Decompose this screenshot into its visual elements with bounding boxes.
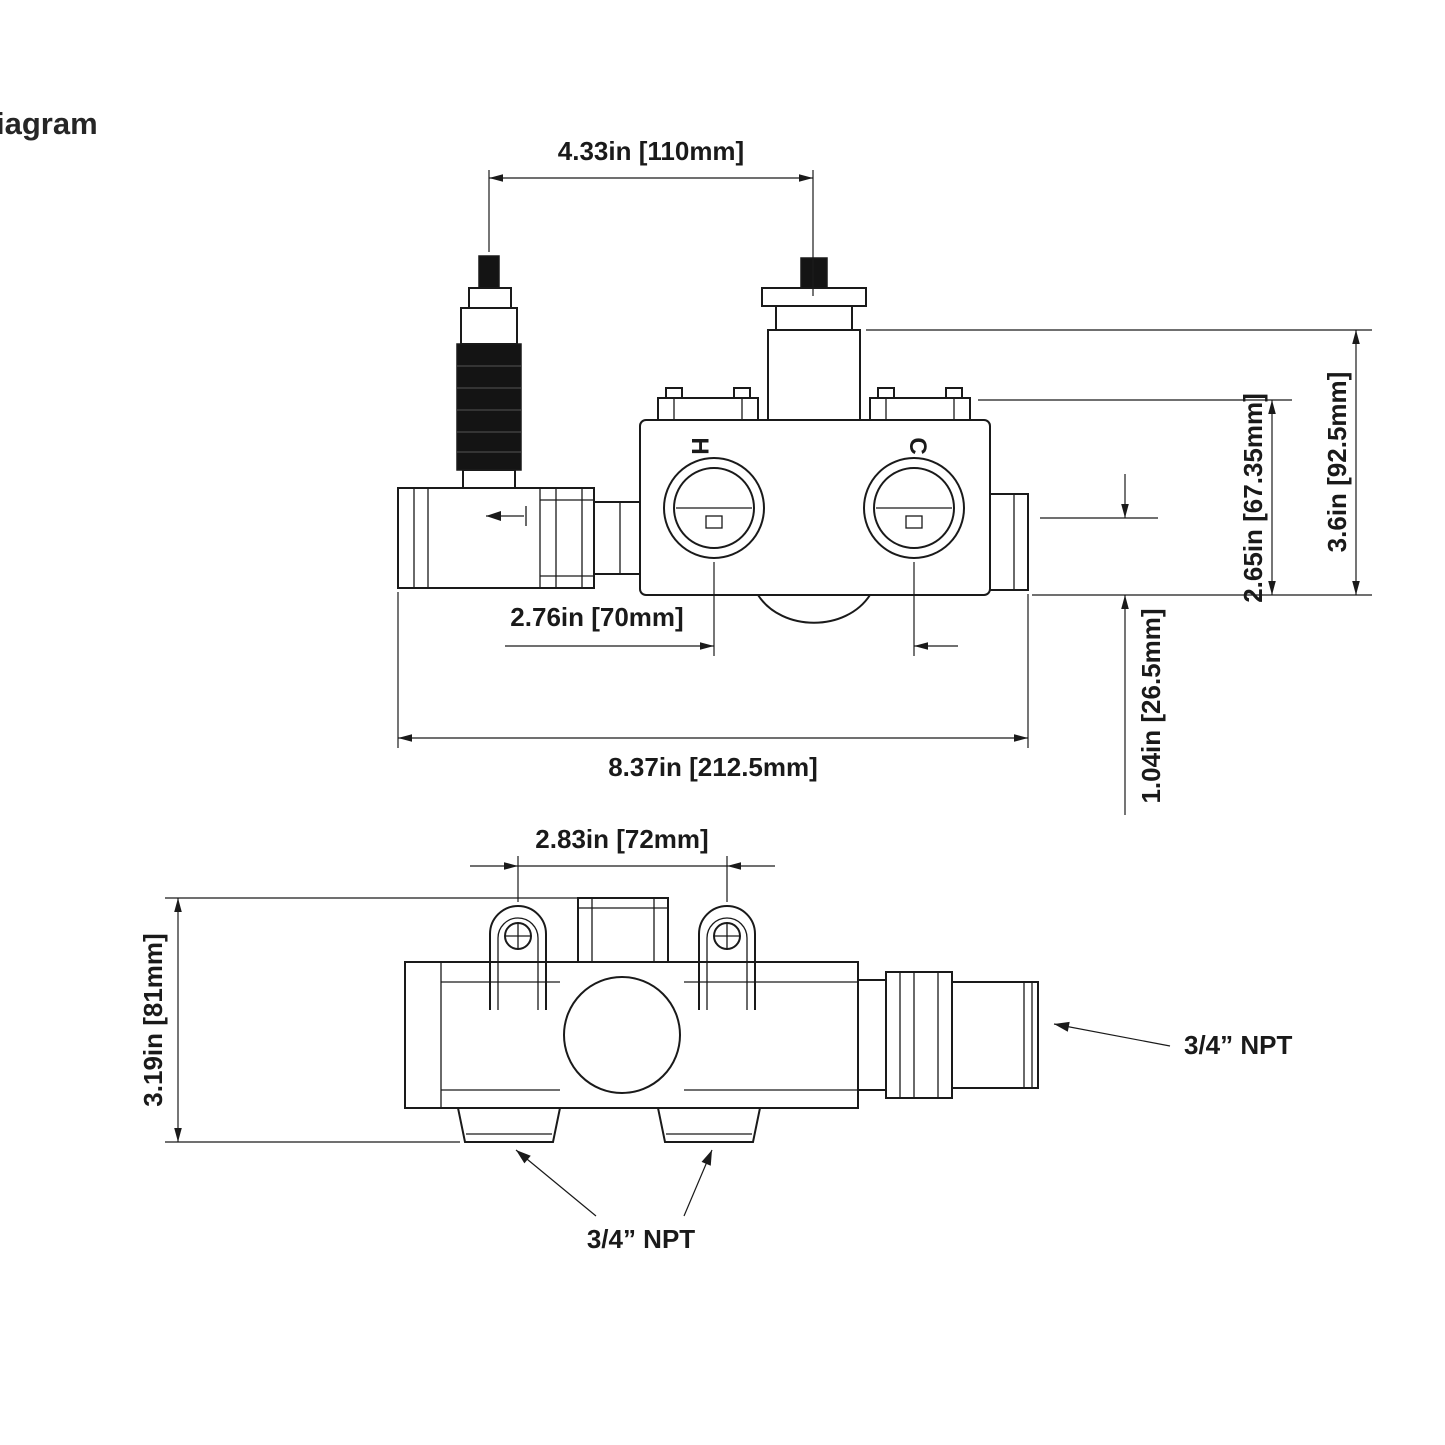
label-npt-side: 3/4” NPT [1184, 1030, 1292, 1060]
hot-inlet-port [663, 457, 765, 559]
leader-bottom-port-right [683, 1149, 713, 1217]
front-view-drawing: H C [397, 255, 1029, 624]
dim-handle-spacing: 4.33in [110mm] [558, 136, 744, 166]
plan-bottom-ports [456, 1107, 762, 1143]
cartridge-tower [767, 329, 861, 421]
label-npt-bottom: 3/4” NPT [587, 1224, 695, 1254]
front-main-body: H C [639, 257, 1029, 624]
front-left-pipe [397, 487, 595, 589]
front-view-dimensions: 4.33in [110mm] 2.76in [70mm] 8.37in [212… [397, 136, 1372, 815]
leader-bottom-port-left [515, 1149, 597, 1217]
page-title: iagram [0, 106, 98, 141]
plan-top-port [577, 897, 669, 963]
dim-overall-height: 3.6in [92.5mm] [1322, 372, 1352, 553]
leader-side-outlet [1053, 1021, 1171, 1047]
front-outlet-stub [989, 493, 1029, 591]
cartridge-stem-tip [800, 257, 828, 289]
plan-center-boss [563, 976, 681, 1094]
left-stem-tip [478, 255, 500, 289]
dim-cartridge-height: 2.65in [67.35mm] [1238, 393, 1268, 603]
plan-outlet-assembly [857, 971, 1039, 1099]
mounting-bracket-left [489, 905, 547, 1010]
dim-bracket-spacing: 2.83in [72mm] [535, 824, 708, 854]
dim-overall-depth: 3.19in [81mm] [138, 933, 168, 1106]
cold-inlet-port [863, 457, 965, 559]
cold-port-mark: C [904, 437, 931, 454]
left-knurled-section [456, 343, 522, 471]
dim-inlet-spacing: 2.76in [70mm] [510, 602, 683, 632]
dim-overall-width: 8.37in [212.5mm] [608, 752, 818, 782]
dim-outlet-offset: 1.04in [26.5mm] [1136, 608, 1166, 803]
front-left-stem-assembly [456, 255, 522, 489]
hot-port-mark: H [686, 437, 713, 454]
plan-view-drawing [404, 897, 1039, 1143]
mounting-bracket-right [698, 905, 756, 1010]
body-bottom-curve [757, 594, 871, 624]
plan-view-dimensions: 2.83in [72mm] 3.19in [81mm] 3/4” NPT 3/4… [138, 824, 1292, 1254]
front-connector [593, 501, 641, 575]
